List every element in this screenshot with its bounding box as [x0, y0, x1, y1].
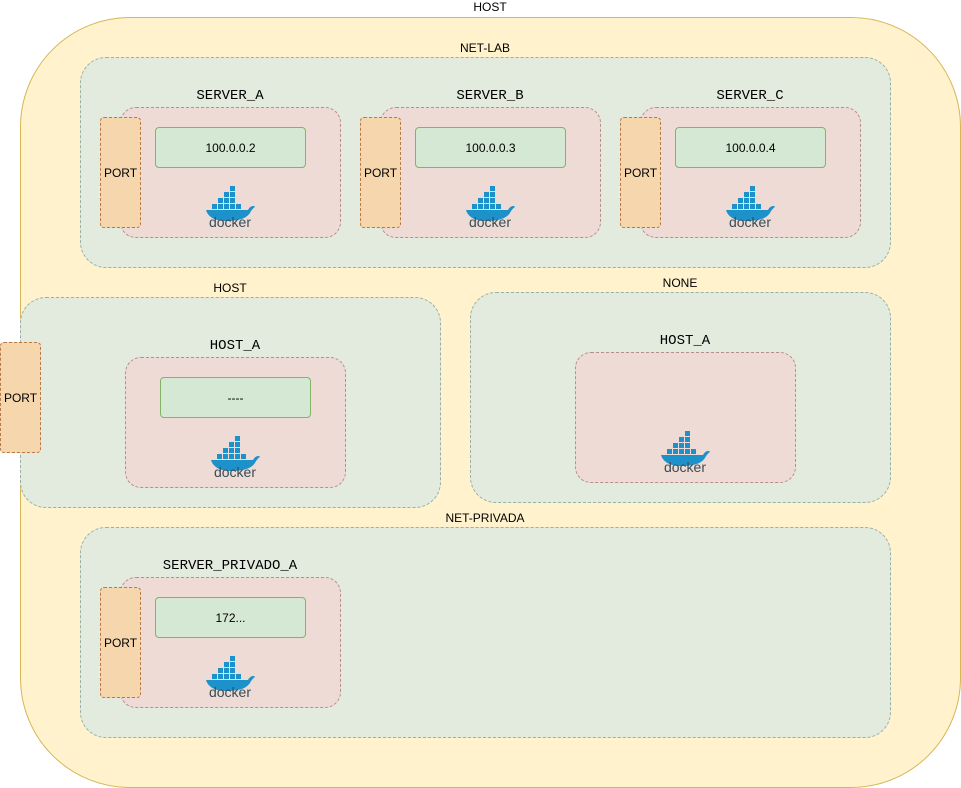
server-privado-a-title: SERVER_PRIVADO_A [162, 558, 298, 574]
host-port: PORT [0, 342, 41, 453]
svg-text:docker: docker [664, 459, 706, 474]
server-privado-a-port: PORT [100, 587, 141, 698]
net-lab-label: NET-LAB [459, 41, 510, 55]
svg-text:docker: docker [209, 214, 251, 229]
docker-icon: docker [209, 435, 261, 479]
net-privada-label: NET-PRIVADA [445, 511, 525, 525]
server-b-title: SERVER_B [456, 88, 524, 104]
svg-text:docker: docker [469, 214, 511, 229]
docker-icon: docker [464, 185, 516, 229]
server-a-ip: 100.0.0.2 [155, 127, 306, 168]
docker-icon: docker [204, 185, 256, 229]
server-c-title: SERVER_C [716, 88, 784, 104]
host-label: HOST [473, 0, 507, 14]
docker-icon: docker [724, 185, 776, 229]
docker-icon: docker [204, 655, 256, 699]
server-a-port: PORT [100, 117, 141, 228]
svg-text:docker: docker [214, 464, 256, 479]
server-b-ip: 100.0.0.3 [415, 127, 566, 168]
svg-text:docker: docker [729, 214, 771, 229]
none-net-label: NONE [662, 276, 698, 290]
server-c-ip: 100.0.0.4 [675, 127, 826, 168]
docker-icon: docker [659, 430, 711, 474]
server-a-title: SERVER_A [196, 88, 264, 104]
host-net-label: HOST [213, 281, 247, 295]
none-host-a-title: HOST_A [659, 333, 711, 349]
svg-text:docker: docker [209, 684, 251, 699]
server-c-port: PORT [620, 117, 661, 228]
server-b-port: PORT [360, 117, 401, 228]
host-a-ip: ---- [160, 377, 311, 418]
server-privado-a-ip: 172... [155, 597, 306, 638]
host-a-title: HOST_A [209, 338, 261, 354]
